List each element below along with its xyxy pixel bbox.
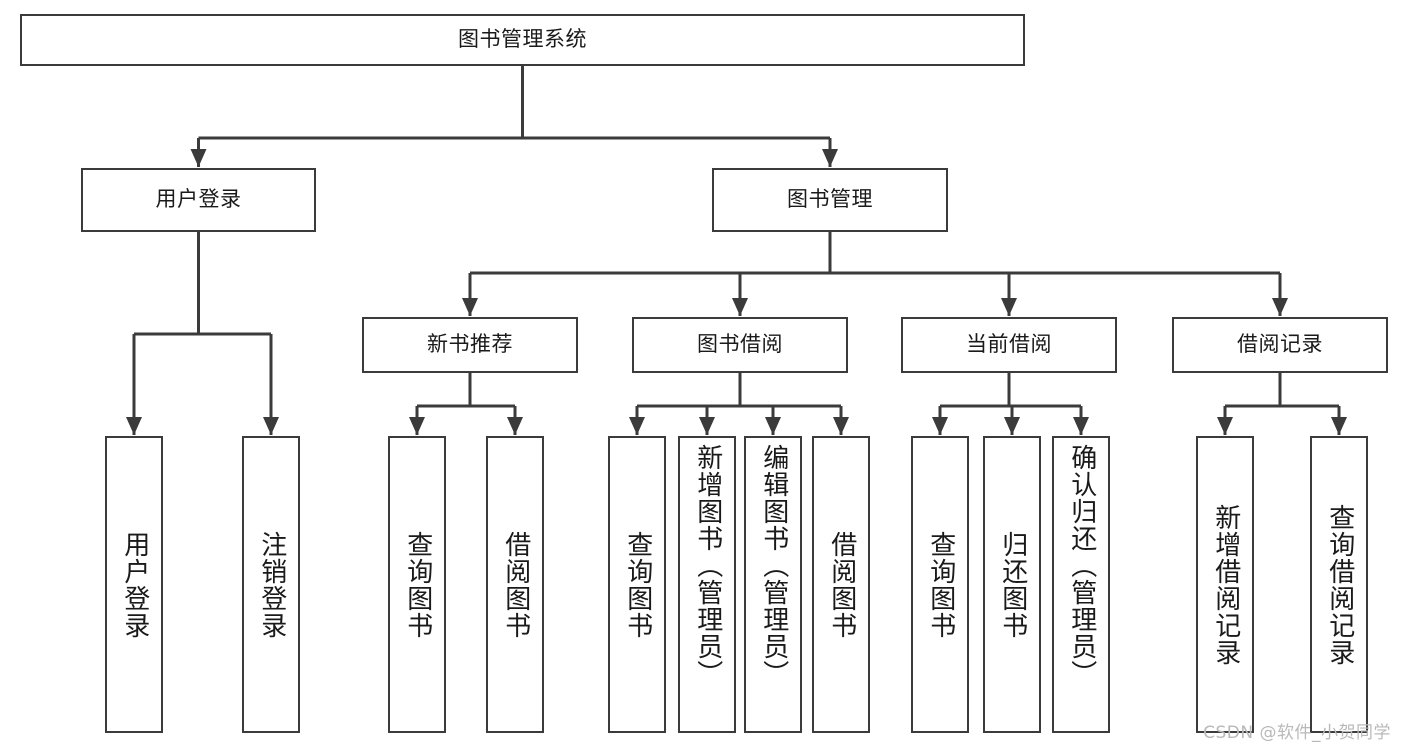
node-book-manage-label: 图书管理 — [787, 187, 873, 212]
node-edit-book-admin[interactable]: 编辑图书（管理员） — [744, 436, 802, 733]
node-return-book[interactable]: 归还图书 — [983, 436, 1041, 733]
node-borrow-book-2-label: 借阅图书 — [826, 530, 857, 639]
node-edit-book-admin-label: 编辑图书（管理员） — [758, 444, 789, 687]
node-borrow-book-1[interactable]: 借阅图书 — [486, 436, 544, 733]
node-query-book-2-label: 查询图书 — [622, 530, 653, 639]
node-add-book-admin[interactable]: 新增图书（管理员） — [678, 436, 736, 733]
node-root-label: 图书管理系统 — [458, 27, 587, 52]
node-current-borrow[interactable]: 当前借阅 — [901, 317, 1117, 373]
node-query-book-3[interactable]: 查询图书 — [911, 436, 969, 733]
node-query-book-1-label: 查询图书 — [402, 530, 433, 639]
node-user-login[interactable]: 用户登录 — [81, 168, 316, 232]
node-query-borrow-record[interactable]: 查询借阅记录 — [1310, 436, 1368, 733]
node-user-login-leaf-label: 用户登录 — [119, 530, 150, 639]
node-query-borrow-record-label: 查询借阅记录 — [1324, 503, 1355, 666]
node-user-logout-leaf-label: 注销登录 — [256, 530, 287, 639]
node-borrow-book-2[interactable]: 借阅图书 — [812, 436, 870, 733]
node-book-manage[interactable]: 图书管理 — [712, 168, 948, 232]
node-user-login-label: 用户登录 — [155, 187, 242, 212]
node-add-borrow-record-label: 新增借阅记录 — [1210, 503, 1241, 666]
node-borrow-record-label: 借阅记录 — [1237, 332, 1323, 357]
node-borrow-record[interactable]: 借阅记录 — [1172, 317, 1388, 373]
node-confirm-return-admin[interactable]: 确认归还（管理员） — [1052, 436, 1110, 733]
node-user-logout-leaf[interactable]: 注销登录 — [242, 436, 300, 733]
node-add-borrow-record[interactable]: 新增借阅记录 — [1196, 436, 1254, 733]
node-user-login-leaf[interactable]: 用户登录 — [105, 436, 163, 733]
node-current-borrow-label: 当前借阅 — [966, 332, 1052, 357]
node-borrow-book-1-label: 借阅图书 — [500, 530, 531, 639]
node-query-book-1[interactable]: 查询图书 — [388, 436, 446, 733]
node-book-borrow-label: 图书借阅 — [697, 332, 783, 357]
node-return-book-label: 归还图书 — [997, 530, 1028, 639]
node-query-book-3-label: 查询图书 — [925, 530, 956, 639]
node-book-borrow[interactable]: 图书借阅 — [632, 317, 848, 373]
node-new-book-recommend[interactable]: 新书推荐 — [362, 317, 578, 373]
node-query-book-2[interactable]: 查询图书 — [608, 436, 666, 733]
node-add-book-admin-label: 新增图书（管理员） — [692, 444, 723, 687]
node-new-book-recommend-label: 新书推荐 — [427, 332, 513, 357]
watermark-label: CSDN @软件_小贺同学 — [1203, 723, 1391, 743]
node-confirm-return-admin-label: 确认归还（管理员） — [1066, 444, 1097, 687]
node-root[interactable]: 图书管理系统 — [20, 14, 1025, 66]
